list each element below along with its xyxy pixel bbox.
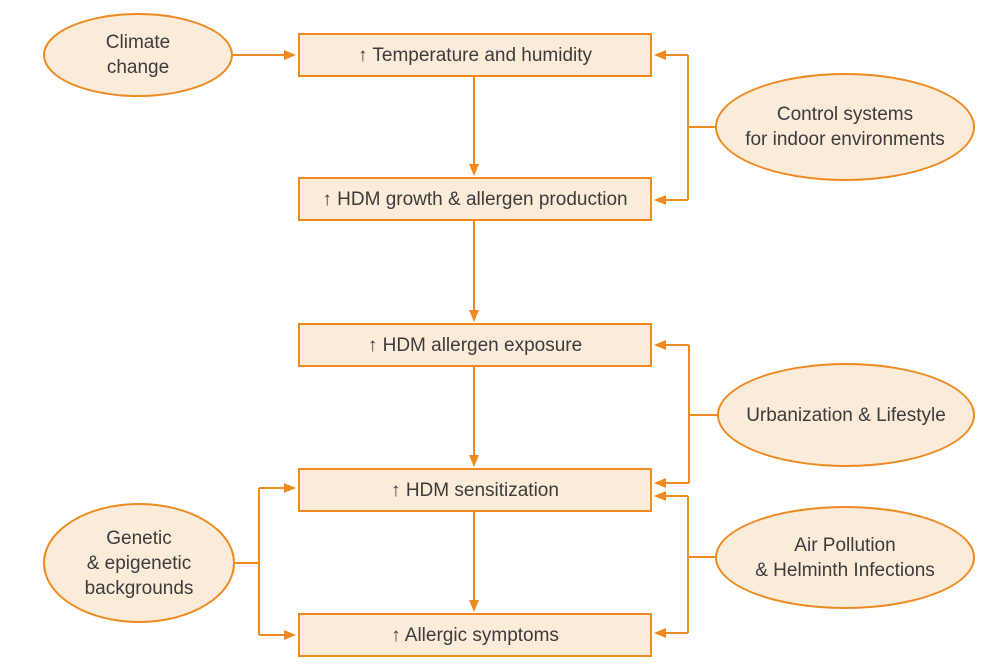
node-label: ↑ HDM allergen exposure (367, 334, 583, 356)
node-air-pollution-helminth: Air Pollution & Helminth Infections (715, 506, 975, 609)
node-hdm-allergen-exposure: ↑ HDM allergen exposure (298, 323, 652, 367)
edge-airpollution-branch (687, 496, 715, 633)
node-label: Control systems for indoor environments (745, 104, 945, 150)
node-control-systems: Control systems for indoor environments (715, 73, 975, 181)
node-temperature-humidity: ↑ Temperature and humidity (298, 33, 652, 77)
node-label: ↑ Temperature and humidity (357, 44, 593, 66)
node-label: Air Pollution & Helminth Infections (755, 534, 935, 581)
node-urbanization-lifestyle: Urbanization & Lifestyle (717, 363, 975, 467)
node-climate-change: Climate change (43, 13, 233, 97)
node-label: Urbanization & Lifestyle (746, 404, 946, 426)
node-hdm-growth-allergen-production: ↑ HDM growth & allergen production (298, 177, 652, 221)
edge-genetic-branch (235, 488, 260, 635)
node-hdm-sensitization: ↑ HDM sensitization (298, 468, 652, 512)
node-label: ↑ HDM sensitization (391, 479, 559, 501)
node-label: ↑ HDM growth & allergen production (322, 188, 628, 210)
node-allergic-symptoms: ↑ Allergic symptoms (298, 613, 652, 657)
edge-control-branch (687, 55, 716, 200)
node-genetic-backgrounds: Genetic & epigenetic backgrounds (43, 503, 235, 623)
node-label: ↑ Allergic symptoms (391, 624, 559, 646)
edge-urbanization-branch (688, 345, 718, 483)
node-label: Climate change (105, 32, 171, 78)
node-label: Genetic & epigenetic backgrounds (84, 527, 194, 599)
